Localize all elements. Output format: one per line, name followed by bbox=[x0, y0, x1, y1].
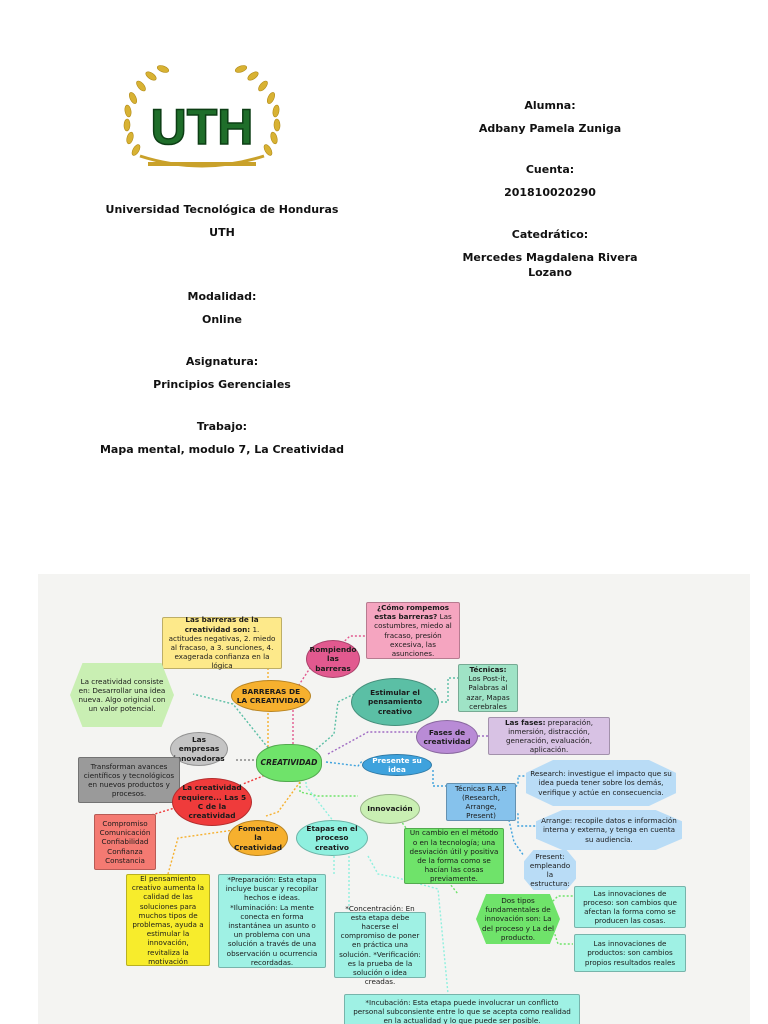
svg-text:UTH: UTH bbox=[151, 99, 254, 155]
transforman-box: Transforman avances científicos y tecnol… bbox=[78, 757, 180, 803]
barreras-description: Las barreras de la creatividad son: 1. a… bbox=[162, 615, 282, 671]
barreras-node: BARRERAS DE LA CREATIVIDAD bbox=[231, 680, 311, 712]
cinco-c-item: Constancia bbox=[105, 855, 145, 865]
alumna-label: Alumna: bbox=[524, 99, 576, 112]
cinco-c-item: Confiabilidad bbox=[101, 837, 149, 847]
trabajo-value: Mapa mental, modulo 7, La Creatividad bbox=[99, 442, 345, 456]
center-creatividad-node: CREATIVIDAD bbox=[256, 744, 322, 782]
incubacion-box: *Incubación: Esta etapa puede involucrar… bbox=[344, 994, 580, 1024]
cinco-c-list: Compromiso Comunicación Confiabilidad Co… bbox=[94, 814, 156, 870]
modalidad-label: Modalidad: bbox=[187, 290, 257, 303]
creatividad-consiste-box: La creatividad consiste en: Desarrollar … bbox=[70, 663, 174, 727]
university-short: UTH bbox=[209, 225, 235, 239]
university-block: Universidad Tecnológica de Honduras UTH bbox=[96, 203, 348, 241]
estimular-node: Estimular el pensamiento creativo bbox=[351, 678, 439, 726]
como-rompemos-box: ¿Cómo rompemos estas barreras? Las costu… bbox=[366, 602, 460, 659]
fases-node: Fases de creatividad bbox=[416, 720, 478, 754]
fases-box: Las fases: preparación, inmersión, distr… bbox=[488, 717, 610, 755]
como-rompemos-title: ¿Cómo rompemos estas barreras? bbox=[374, 602, 449, 622]
tecnicas-box: Técnicas: Los Post-it, Palabras al azar,… bbox=[458, 664, 518, 712]
tecnicas-text: Los Post-it, Palabras al azar, Mapas cer… bbox=[466, 674, 510, 711]
alumna-block: Alumna: Adbany Pamela Zuniga bbox=[440, 99, 660, 137]
mind-map: Las barreras de la creatividad son: 1. a… bbox=[38, 574, 750, 1024]
como-rompemos-text: Las costumbres, miedo al fracaso, presió… bbox=[374, 612, 452, 658]
present-box: Present: empleando la estructura: bbox=[524, 850, 576, 890]
barreras-description-title: Las barreras de la creatividad son: bbox=[184, 615, 259, 634]
university-name: Universidad Tecnológica de Honduras bbox=[105, 203, 339, 216]
modalidad-block: Modalidad: Online bbox=[96, 290, 348, 328]
innovacion-productos-box: Las innovaciones de productos: son cambi… bbox=[574, 934, 686, 972]
innovacion-proceso-box: Las innovaciones de proceso: son cambios… bbox=[574, 886, 686, 928]
rompiendo-node: Rompiendo las barreras bbox=[306, 640, 360, 678]
catedratico-block: Catedrático: Mercedes Magdalena Rivera L… bbox=[440, 228, 660, 281]
asignatura-block: Asignatura: Principios Gerenciales bbox=[96, 355, 348, 393]
uth-logo: UTH bbox=[123, 65, 281, 168]
concentracion-box: *Concentración: En esta etapa debe hacer… bbox=[334, 904, 426, 986]
fomentar-node: Fomentar la Creatividad bbox=[228, 820, 288, 856]
fases-title: Las fases: bbox=[504, 717, 546, 727]
cuenta-label: Cuenta: bbox=[525, 163, 575, 176]
modalidad-value: Online bbox=[201, 312, 242, 326]
arrange-box: Arrange: recopile datos e información in… bbox=[536, 810, 682, 850]
fases-text: preparación, inmersión, distracción, gen… bbox=[505, 717, 594, 755]
requiere-node: La creatividad requiere... Las 5 C de la… bbox=[172, 778, 252, 826]
catedratico-label: Catedrático: bbox=[511, 228, 589, 241]
rap-box: Técnicas R.A.P. (Research, Arrange, Pres… bbox=[446, 783, 516, 821]
cuenta-block: Cuenta: 201810020290 bbox=[440, 163, 660, 201]
cuenta-value: 201810020290 bbox=[504, 185, 596, 199]
tecnicas-title: Técnicas: bbox=[469, 664, 507, 674]
research-box: Research: investigue el impacto que su i… bbox=[526, 760, 676, 806]
cinco-c-item: Compromiso bbox=[102, 818, 148, 828]
trabajo-block: Trabajo: Mapa mental, modulo 7, La Creat… bbox=[96, 420, 348, 458]
cinco-c-item: Comunicación bbox=[99, 828, 151, 838]
dos-tipos-box: Dos tipos fundamentales de innovación so… bbox=[476, 894, 560, 944]
catedratico-value: Mercedes Magdalena Rivera Lozano bbox=[462, 250, 638, 279]
asignatura-label: Asignatura: bbox=[185, 355, 259, 368]
alumna-value: Adbany Pamela Zuniga bbox=[478, 121, 622, 135]
barreras-description-text: 1. actitudes negativas, 2. miedo al frac… bbox=[168, 624, 276, 671]
cambio-box: Un cambio en el método o en la tecnologí… bbox=[404, 828, 504, 884]
innovacion-node: Innovación bbox=[360, 794, 420, 824]
preparacion-box: *Preparación: Esta etapa incluye buscar … bbox=[218, 874, 326, 968]
pensamiento-creativo-box: El pensamiento creativo aumenta la calid… bbox=[126, 874, 210, 966]
etapas-node: Etapas en el proceso creativo bbox=[296, 820, 368, 856]
cinco-c-item: Confianza bbox=[107, 846, 143, 856]
presente-node: Presente su idea bbox=[362, 754, 432, 776]
trabajo-label: Trabajo: bbox=[196, 420, 248, 433]
asignatura-value: Principios Gerenciales bbox=[153, 377, 291, 391]
